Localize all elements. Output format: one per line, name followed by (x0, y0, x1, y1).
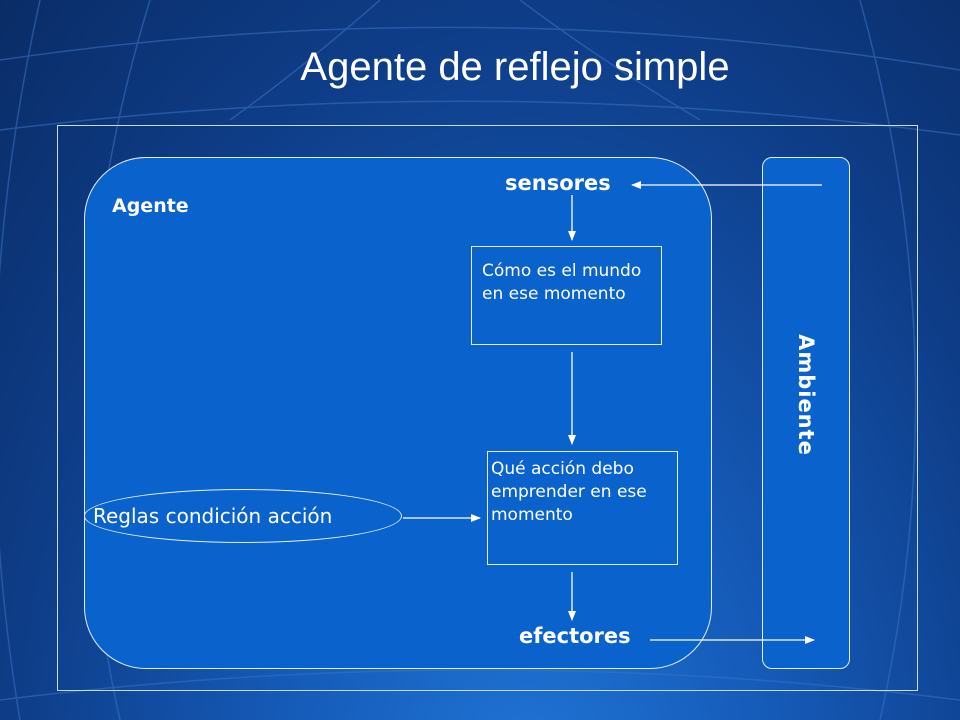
effectors-label: efectores (519, 624, 631, 648)
environment-container (762, 157, 850, 669)
sensors-label: sensores (505, 171, 611, 195)
rules-ellipse: Reglas condición acción (84, 489, 402, 543)
slide-title: Agente de reflejo simple (300, 45, 730, 89)
environment-label: Ambiente (794, 334, 818, 456)
agent-label: Agente (112, 195, 189, 217)
world-state-box: Cómo es el mundo en ese momento (471, 246, 662, 345)
action-box: Qué acción debo emprender en ese momento (487, 451, 678, 565)
agent-container (84, 157, 712, 669)
outer-frame (57, 125, 918, 691)
